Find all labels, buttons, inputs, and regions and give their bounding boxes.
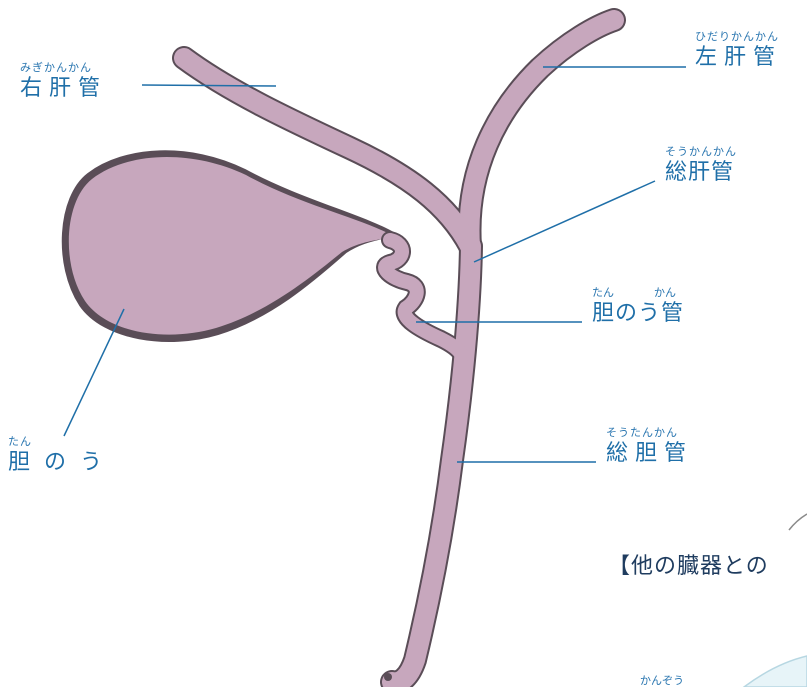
gallbladder-text: 胆のう (8, 452, 116, 474)
cystic-duct-ruby: たん かん (592, 287, 676, 298)
gallbladder-label: たん 胆のう (8, 436, 116, 474)
right-hepatic-duct-label: みぎかんかん 右肝管 (20, 62, 107, 100)
left-hepatic-duct (469, 20, 614, 246)
common-hepatic-duct-label: そうかんかん 総肝管 (665, 146, 737, 184)
left-hepatic-duct-label: ひだりかんかん 左肝管 (695, 31, 782, 69)
cystic-duct-label: たん かん 胆のう管 (592, 287, 684, 325)
right-hepatic-duct-leader (142, 85, 276, 86)
gallbladder-fill (69, 157, 393, 335)
gallbladder-ruby: たん (8, 436, 116, 447)
gallbladder-leader (64, 309, 124, 436)
right-hepatic-duct-text: 右肝管 (20, 78, 107, 100)
bottom-ruby: かんぞう (640, 672, 684, 687)
left-hepatic-duct-text: 左肝管 (695, 47, 782, 69)
common-hepatic-duct-text: 総肝管 (665, 162, 737, 184)
common-hepatic-duct-leader (474, 181, 655, 262)
section-heading: 【他の臓器との (608, 548, 769, 580)
duct-end-marker (384, 673, 392, 681)
right-hepatic-duct-ruby: みぎかんかん (20, 62, 107, 73)
cystic-duct-ruby-2: かん (654, 287, 676, 298)
cystic-duct-ruby-1: たん (592, 287, 614, 298)
common-bile-duct-ruby: そうたんかん (606, 427, 693, 438)
left-hepatic-duct-ruby: ひだりかんかん (695, 31, 782, 42)
common-bile-duct-text: 総胆管 (606, 443, 693, 465)
organ-outline-layer (63, 20, 614, 682)
common-hepatic-duct-ruby: そうかんかん (665, 146, 737, 157)
common-bile-duct-label: そうたんかん 総胆管 (606, 427, 693, 465)
cystic-duct-text: 胆のう管 (592, 303, 684, 325)
decorative-corner-shape (744, 656, 807, 687)
decorative-corner-line (789, 514, 807, 530)
organ-fill-layer (184, 20, 614, 682)
